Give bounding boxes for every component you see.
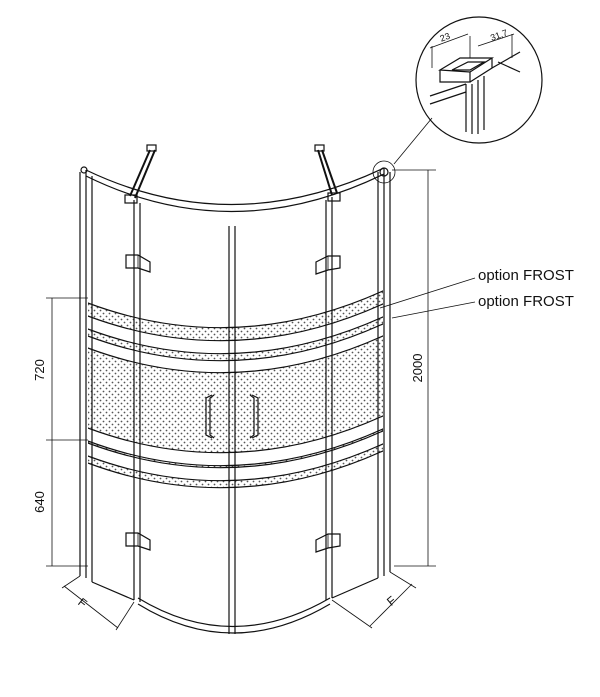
callout-label-2: option FROST xyxy=(478,293,574,310)
callout-leaders xyxy=(379,277,476,319)
door-meeting-edges xyxy=(228,226,236,634)
hinge-left-bottom xyxy=(125,532,151,551)
frost-band xyxy=(88,290,383,488)
profile-width-b-label: 31,7 xyxy=(489,27,509,42)
detail-marker xyxy=(372,117,433,184)
handle-right xyxy=(249,394,259,439)
dimension-2000: 2000 xyxy=(392,169,436,567)
dimension-2000-label: 2000 xyxy=(410,354,425,383)
right-wall-profile xyxy=(377,167,391,578)
right-fixed-panel xyxy=(325,197,379,600)
dimension-640: 640 xyxy=(32,440,88,567)
bottom-rail xyxy=(137,597,331,634)
top-rail xyxy=(85,167,385,213)
frost-band-lines xyxy=(88,289,383,489)
dimension-720-label: 720 xyxy=(32,359,47,381)
dimension-720: 720 xyxy=(32,297,88,441)
dimension-depth-left-label: F xyxy=(75,595,89,611)
hinge-left-top xyxy=(125,254,151,273)
dimension-640-label: 640 xyxy=(32,491,47,513)
hinge-right-top xyxy=(315,255,341,275)
left-wall-profile xyxy=(79,166,93,582)
profile-width-a-label: 23 xyxy=(439,31,452,44)
handle-left xyxy=(205,394,215,439)
dimension-depth-right-label: F xyxy=(384,593,399,608)
profile-detail: 23 31,7 xyxy=(415,16,543,144)
support-arm-left xyxy=(124,144,157,204)
callout-label-1: option FROST xyxy=(478,267,574,284)
dimension-depth-right: F xyxy=(331,571,417,629)
support-arm-right xyxy=(314,144,341,202)
hinge-right-bottom xyxy=(315,533,341,553)
